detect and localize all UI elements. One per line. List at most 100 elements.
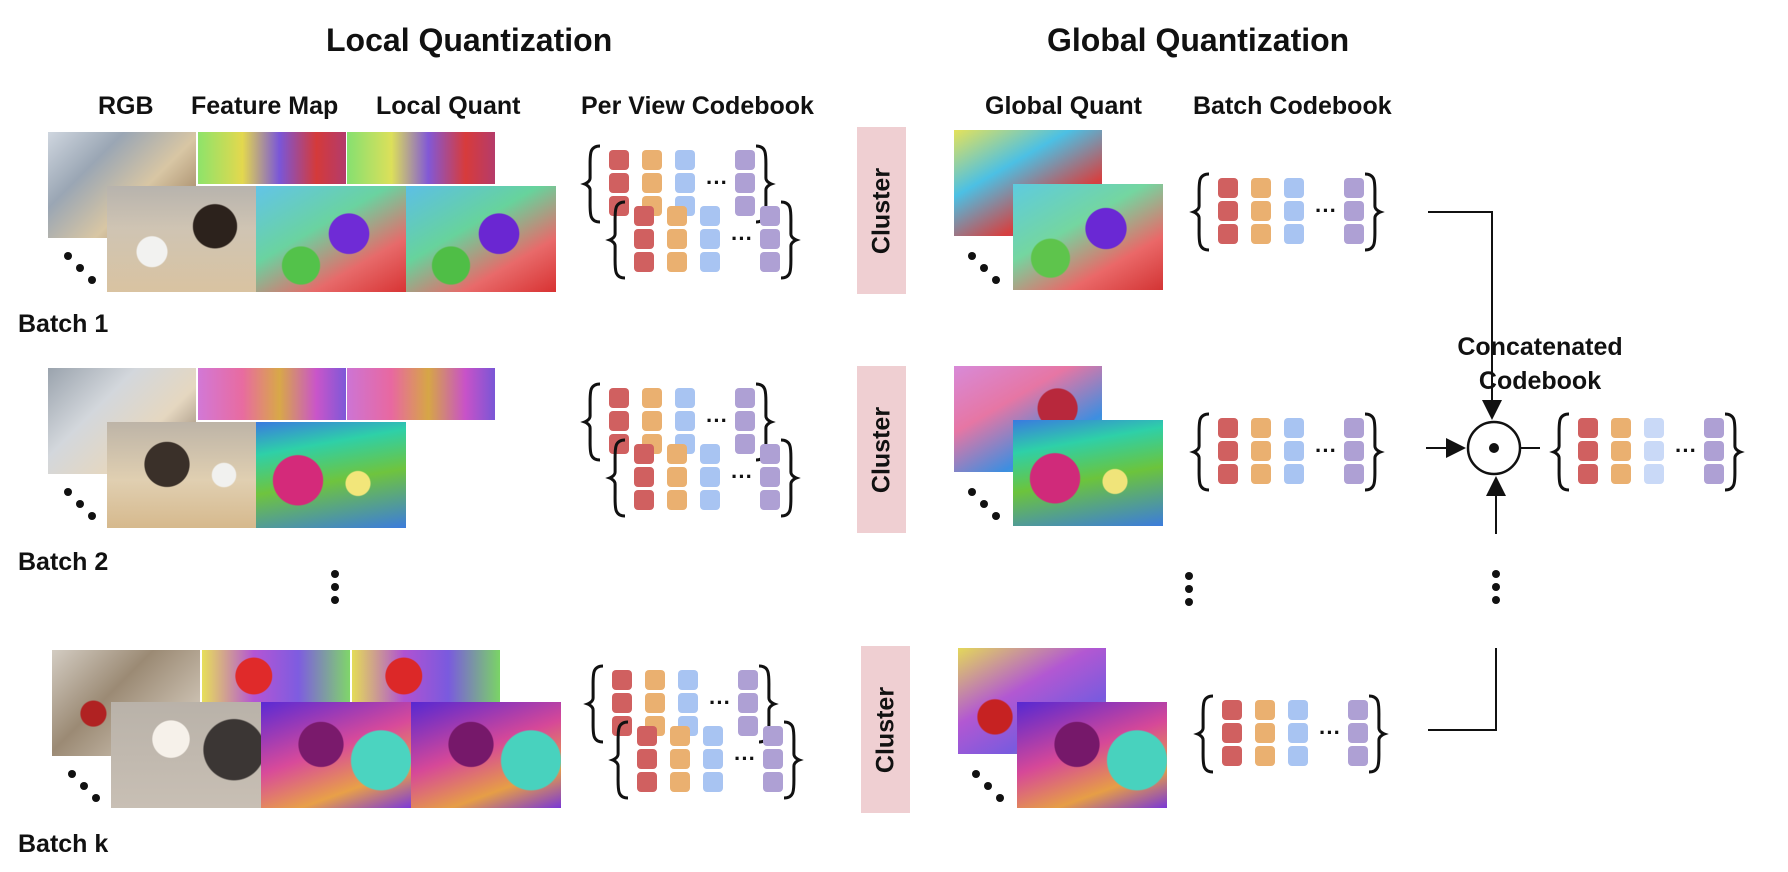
more-batches-dots [331, 570, 339, 609]
local-quant-image-back [347, 368, 495, 420]
batch-label: Batch k [18, 830, 109, 858]
per-view-codebook-code-vector [678, 693, 698, 713]
batch-codebook-code-vector [1348, 723, 1368, 743]
batch-codebook-code-vector [1288, 700, 1308, 720]
rgb-image-front [107, 186, 257, 292]
per-view-codebook-ellipsis: ··· [706, 170, 728, 195]
rgb-image-front [111, 702, 261, 808]
per-view-codebook-code-vector [612, 716, 632, 736]
more-views-dots [968, 488, 1002, 522]
per-view-codebook-code-vector [703, 772, 723, 792]
per-view-codebook-code-vector [700, 490, 720, 510]
global-quant-image-front [1017, 702, 1167, 808]
batch-codebook-code-vector [1284, 178, 1304, 198]
per-view-codebook-code-vector [735, 150, 755, 170]
batch-codebook-code-vector [1222, 700, 1242, 720]
local-quant-column-label: Local Quant [376, 92, 521, 120]
batch-codebook-code-vector [1218, 464, 1238, 484]
per-view-codebook-code-vector [634, 490, 654, 510]
batch-codebook-brace-left [1193, 694, 1214, 774]
per-view-codebook-code-vector [637, 772, 657, 792]
concatenated-codebook-code-vector [1611, 441, 1631, 461]
batch-codebook-brace-left [1189, 172, 1210, 252]
batch-codebook-code-vector [1251, 178, 1271, 198]
concatenated-codebook-brace-left [1549, 412, 1570, 492]
per-view-codebook-code-vector [667, 467, 687, 487]
batch-codebook-code-vector [1218, 441, 1238, 461]
batch-codebook-code-vector [1222, 746, 1242, 766]
per-view-codebook-code-vector [667, 229, 687, 249]
local-quant-image-back [352, 650, 500, 702]
per-view-codebook-code-vector [612, 693, 632, 713]
per-view-codebook-code-vector [634, 206, 654, 226]
per-view-codebook-code-vector [642, 388, 662, 408]
batch-codebook-code-vector [1344, 441, 1364, 461]
per-view-codebook-code-vector [637, 726, 657, 746]
batch-codebook-code-vector [1344, 464, 1364, 484]
concatenated-codebook-brace-right [1724, 412, 1745, 492]
per-view-codebook-code-vector [642, 411, 662, 431]
more-views-dots [64, 488, 98, 522]
per-view-codebook-code-vector [634, 229, 654, 249]
concatenated-codebook-code-vector [1704, 464, 1724, 484]
per-view-codebook-code-vector [670, 726, 690, 746]
batch-codebook-code-vector [1251, 418, 1271, 438]
per-view-codebook-code-vector [735, 173, 755, 193]
per-view-codebook-code-vector [634, 467, 654, 487]
per-view-codebook-code-vector [609, 173, 629, 193]
more-views-dots [968, 252, 1002, 286]
batch-codebook-code-vector [1288, 746, 1308, 766]
feature-map-image-back [198, 368, 346, 420]
per-view-codebook-code-vector [675, 150, 695, 170]
per-view-codebook-code-vector [667, 206, 687, 226]
per-view-codebook-code-vector [760, 206, 780, 226]
concatenated-codebook-code-vector [1578, 441, 1598, 461]
arrow-batch1-to-operator [1428, 211, 1502, 420]
concatenated-codebook-code-vector [1644, 464, 1664, 484]
batch-codebook-brace-right [1364, 412, 1385, 492]
per-view-codebook-ellipsis: ··· [709, 690, 731, 715]
per-view-codebook-code-vector [609, 196, 629, 216]
per-view-codebook-brace-left [583, 664, 604, 744]
batch-label: Batch 1 [18, 310, 109, 338]
global-quant-column-label: Global Quant [985, 92, 1142, 120]
batch-codebook-brace-right [1368, 694, 1389, 774]
per-view-codebook-brace-left [605, 200, 626, 280]
per-view-codebook-code-vector [700, 206, 720, 226]
batch-codebook-code-vector [1284, 418, 1304, 438]
feature-map-image-front [261, 702, 411, 808]
per-view-codebook-ellipsis: ··· [731, 226, 753, 251]
per-view-codebook-code-vector [667, 444, 687, 464]
concatenated-codebook-code-vector [1644, 441, 1664, 461]
batch-codebook-code-vector [1251, 201, 1271, 221]
per-view-codebook-code-vector [645, 693, 665, 713]
global-quantization-title: Global Quantization [1047, 22, 1350, 58]
per-view-codebook-code-vector [738, 670, 758, 690]
per-view-codebook-code-vector [609, 150, 629, 170]
batch-codebook-code-vector [1222, 723, 1242, 743]
batch-codebook-code-vector [1348, 746, 1368, 766]
per-view-codebook-code-vector [760, 252, 780, 272]
per-view-codebook-code-vector [675, 388, 695, 408]
batch-codebook-code-vector [1344, 418, 1364, 438]
per-view-codebook-code-vector [637, 749, 657, 769]
more-batches-dots [1185, 572, 1193, 611]
batch-codebook-code-vector [1251, 224, 1271, 244]
global-quant-image-front [1013, 420, 1163, 526]
batch-codebook-code-vector [1251, 464, 1271, 484]
per-view-codebook-code-vector [609, 411, 629, 431]
per-view-codebook-code-vector [703, 749, 723, 769]
per-view-codebook-code-vector [609, 388, 629, 408]
more-views-dots [68, 770, 102, 804]
batch-codebook-code-vector [1344, 201, 1364, 221]
batch-codebook-code-vector [1284, 224, 1304, 244]
batch-codebook-code-vector [1251, 441, 1271, 461]
concatenated-codebook-label: Concatenated Codebook [1405, 330, 1675, 398]
per-view-codebook-code-vector [645, 670, 665, 690]
per-view-codebook-code-vector [634, 252, 654, 272]
concatenated-label-line2: Codebook [1478, 367, 1602, 395]
per-view-codebook-code-vector [760, 490, 780, 510]
batch-codebook-code-vector [1284, 464, 1304, 484]
batch-codebook-ellipsis: ··· [1315, 438, 1337, 463]
